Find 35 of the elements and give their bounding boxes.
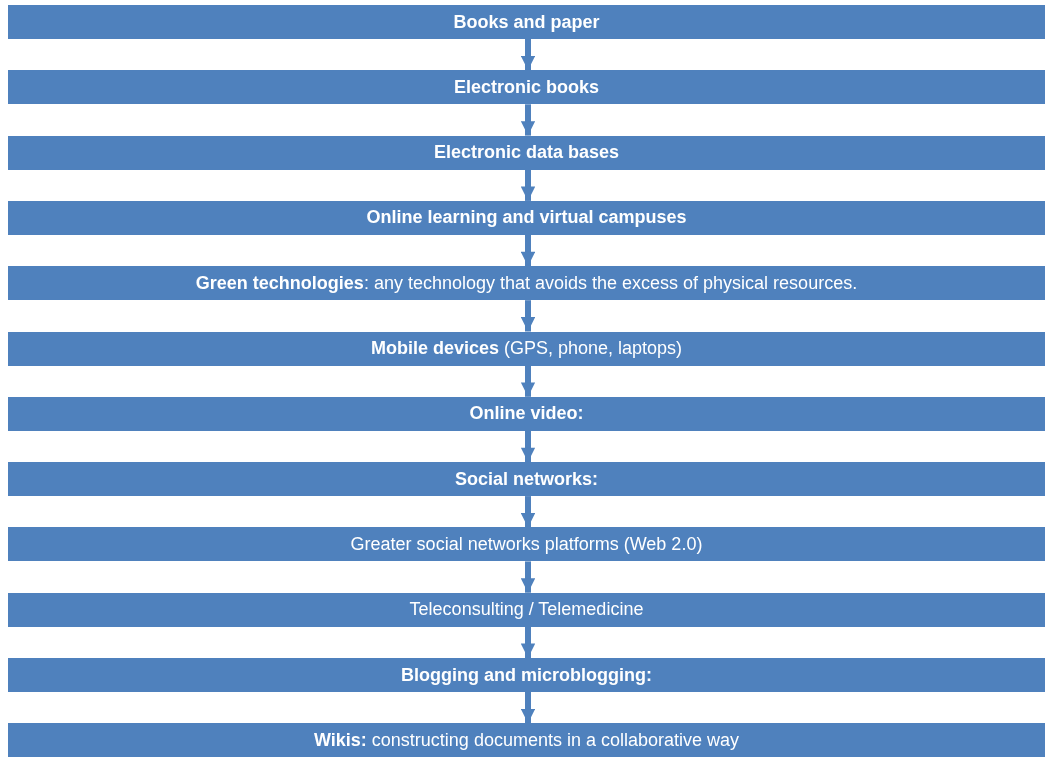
- process-box: [8, 5, 1045, 39]
- box-label: Mobile devices (GPS, phone, laptops): [370, 338, 683, 359]
- process-box: [8, 462, 1045, 497]
- arrow: [520, 561, 536, 593]
- box-label: Books and paper: [453, 11, 600, 33]
- process-box: [8, 331, 1045, 366]
- process-box: [8, 658, 1045, 692]
- box-label: Online video:: [469, 403, 584, 425]
- process-box: [8, 135, 1045, 170]
- box-label: Electronic data bases: [433, 142, 620, 164]
- box-label: Blogging and microblogging:: [401, 664, 652, 686]
- box-label: Electronic books: [453, 76, 599, 98]
- box-label: Greater social networks platforms (Web 2.0): [350, 533, 703, 555]
- arrow: [520, 104, 536, 136]
- process-box: [8, 527, 1045, 562]
- box-label: Wikis: constructing documents in a collaborative way: [313, 729, 740, 751]
- arrow: [520, 430, 536, 463]
- process-box: [8, 200, 1045, 235]
- arrow: [520, 365, 536, 397]
- arrow: [520, 692, 536, 724]
- box-label: Green technologies: any technology that avoids the excess of physical resources.: [195, 272, 858, 294]
- arrow: [520, 496, 536, 528]
- process-box: [8, 266, 1045, 301]
- process-box: [8, 70, 1045, 105]
- box-label: Teleconsulting / Telemedicine: [409, 599, 644, 621]
- process-box: [8, 592, 1045, 627]
- arrow: [520, 169, 536, 201]
- box-label: Social networks:: [454, 468, 598, 490]
- arrow: [520, 234, 536, 267]
- arrow: [520, 39, 536, 71]
- box-label: Online learning and virtual campuses: [366, 207, 687, 229]
- process-box: [8, 723, 1045, 758]
- process-box: [8, 396, 1045, 431]
- arrow: [520, 300, 536, 332]
- arrow: [520, 626, 536, 658]
